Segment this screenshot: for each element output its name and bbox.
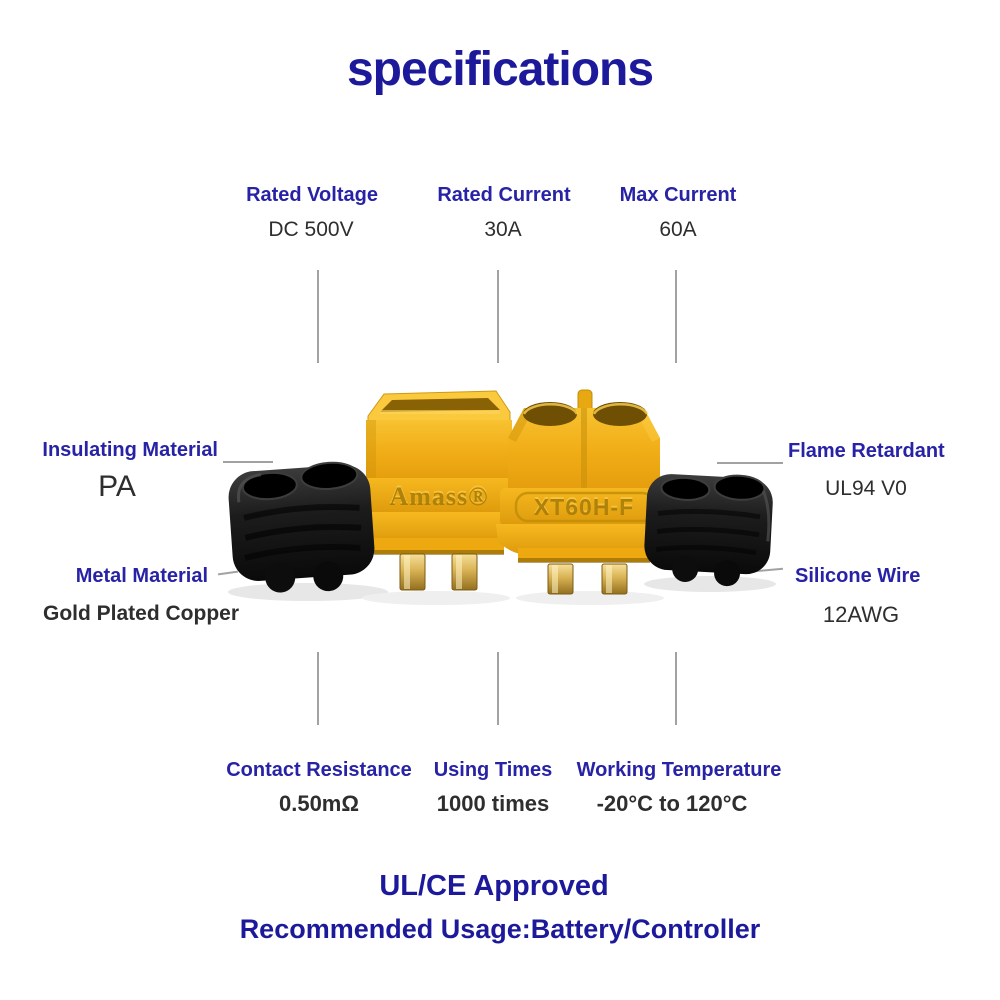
shadow-male-connector	[362, 591, 510, 605]
spec-value-working-temperature: -20°C to 120°C	[596, 791, 748, 816]
male-marking: Amass®	[389, 482, 488, 511]
cap-right	[644, 474, 773, 587]
spec-value-rated-voltage: DC 500V	[268, 218, 354, 241]
male-connector: Amass® Amass®	[358, 390, 520, 591]
spec-label-using-times: Using Times	[433, 759, 553, 781]
spec-value-using-times: 1000 times	[436, 791, 550, 816]
callout-line-using-times	[497, 652, 499, 725]
spec-label-silicone-wire: Silicone Wire	[795, 565, 921, 587]
spec-value-metal-material: Gold Plated Copper	[42, 602, 240, 625]
callout-line-rated-current	[497, 270, 499, 363]
spec-label-contact-resistance: Contact Resistance	[226, 759, 412, 781]
cap-left	[228, 461, 375, 593]
callout-line-rated-voltage	[317, 270, 319, 363]
callout-line-flame-retardant	[717, 462, 783, 464]
female-connector: XT60H-F XT60H-F	[496, 389, 672, 595]
product-photo-xt60-connectors: Amass® Amass® XT60H-F XT60H-F	[228, 389, 776, 605]
shadow-cap-left	[228, 583, 388, 601]
spec-value-flame-retardant: UL94 V0	[825, 477, 907, 500]
spec-value-rated-current: 30A	[484, 218, 522, 241]
spec-value-contact-resistance: 0.50mΩ	[278, 791, 360, 816]
spec-value-max-current: 60A	[659, 218, 697, 241]
spec-label-insulating-material: Insulating Material	[42, 439, 218, 461]
shadow-female-connector	[516, 591, 664, 605]
female-marking: XT60H-F	[534, 494, 634, 520]
page-title: specifications	[346, 43, 654, 96]
spec-label-working-temperature: Working Temperature	[576, 759, 782, 781]
spec-label-rated-current: Rated Current	[437, 184, 571, 206]
spec-label-max-current: Max Current	[619, 184, 737, 206]
spec-label-rated-voltage: Rated Voltage	[246, 184, 378, 206]
male-marking-emboss-light: Amass®	[389, 480, 488, 509]
shadow-cap-right	[644, 576, 776, 592]
footer-recommended-usage: Recommended Usage:Battery/Controller	[239, 914, 761, 944]
spec-value-silicone-wire: 12AWG	[822, 602, 900, 627]
footer-approval: UL/CE Approved	[379, 870, 609, 902]
spec-value-insulating-material: PA	[98, 470, 136, 503]
spec-label-metal-material: Metal Material	[75, 565, 208, 587]
spec-label-flame-retardant: Flame Retardant	[788, 440, 945, 462]
callout-line-insulating-material	[223, 461, 273, 463]
female-marking-emboss-light: XT60H-F	[534, 492, 634, 518]
callout-line-contact-resistance	[317, 652, 319, 725]
callout-line-working-temperature	[675, 652, 677, 725]
callout-line-max-current	[675, 270, 677, 363]
